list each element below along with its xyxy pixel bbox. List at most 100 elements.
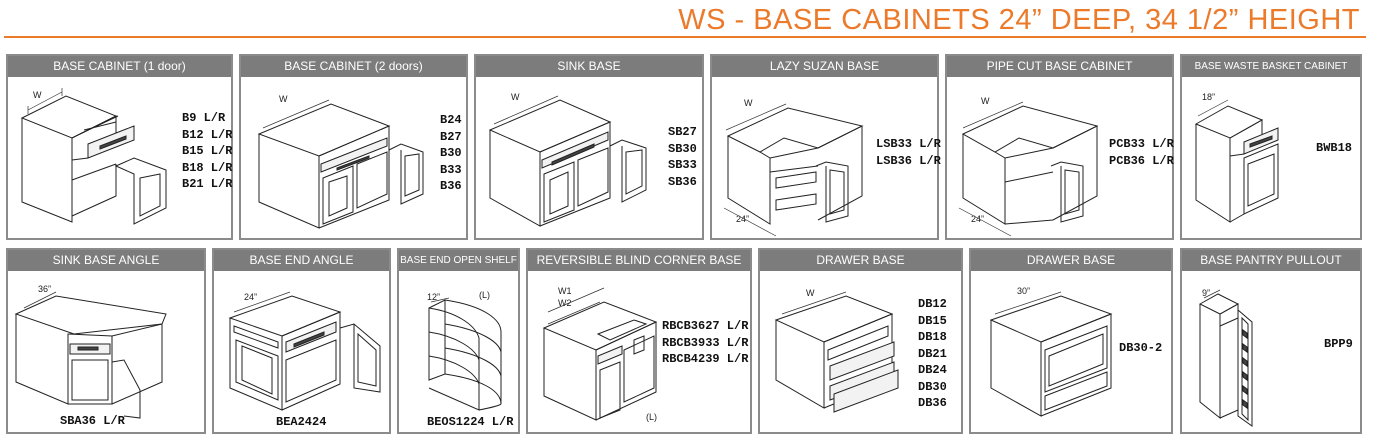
cabinet-drawing — [228, 291, 381, 411]
model-code: BPP9 — [1324, 337, 1353, 351]
card-title: BASE CABINET (2 doors) — [241, 56, 466, 77]
model-code: SBA36 L/R — [60, 414, 125, 428]
card-drawer-base-2: DRAWER BASE 30” DB30-2 — [969, 248, 1173, 434]
dimension-label: W — [279, 94, 288, 104]
cabinet-drawing — [774, 291, 899, 413]
model-code: B21 L/R — [182, 177, 233, 191]
model-code: SB36 — [668, 174, 697, 189]
model-code: B24 — [440, 113, 462, 127]
card-title: BASE END OPEN SHELF — [399, 250, 518, 271]
handing-note: (L) — [646, 412, 657, 422]
card-title: SINK BASE ANGLE — [8, 250, 204, 271]
model-code: DB30 — [918, 379, 947, 394]
dimension-label-w1: W1 — [558, 286, 572, 296]
model-codes: BEA2424 — [276, 414, 326, 431]
model-code: DB36 — [918, 396, 947, 410]
model-codes: B24 B27 B30 B33 B36 — [440, 112, 462, 195]
dimension-label-width: W — [744, 98, 753, 108]
model-code: PCB36 L/R — [1109, 153, 1174, 168]
model-code: RBCB3627 L/R — [662, 319, 749, 333]
dimension-label: 9” — [1202, 288, 1211, 298]
dimension-label-depth: 24” — [736, 214, 750, 224]
cabinet-drawing — [20, 88, 167, 225]
model-code: RBCB3933 L/R — [662, 335, 749, 350]
model-codes: BEOS1224 L/R — [427, 414, 513, 431]
cabinet-drawing — [257, 99, 424, 229]
card-base-cabinet-1-door: BASE CABINET (1 door) W B9 L/R B12 L/R B… — [6, 54, 233, 240]
model-code: B33 — [440, 162, 462, 177]
model-code: B30 — [440, 146, 462, 160]
model-codes: SB27 SB30 SB33 SB36 — [668, 124, 697, 190]
model-code: DB21 — [918, 346, 947, 361]
card-title: BASE CABINET (1 door) — [8, 56, 231, 77]
model-code: SB33 — [668, 158, 697, 172]
handing-note: (L) — [479, 290, 490, 300]
model-code: B9 L/R — [182, 111, 226, 125]
card-title: LAZY SUZAN BASE — [712, 56, 937, 77]
model-codes: B9 L/R B12 L/R B15 L/R B18 L/R B21 L/R — [182, 110, 232, 193]
model-code: PCB33 L/R — [1109, 137, 1174, 151]
model-code: B12 L/R — [182, 127, 233, 142]
card-base-waste-basket-cabinet: BASE WASTE BASKET CABINET 18” BWB18 — [1180, 54, 1362, 240]
model-codes: RBCB3627 L/R RBCB3933 L/R RBCB4239 L/R — [662, 318, 748, 368]
model-code: DB24 — [918, 363, 947, 377]
cabinet-drawing — [14, 291, 167, 419]
dimension-label: 18” — [1202, 92, 1216, 102]
card-title: DRAWER BASE — [971, 250, 1171, 271]
card-sink-base-angle: SINK BASE ANGLE 36” SBA36 L/R — [6, 248, 206, 434]
cabinet-drawing — [1198, 289, 1253, 427]
model-code: B36 — [440, 179, 462, 193]
card-pipe-cut-base-cabinet: PIPE CUT BASE CABINET W 24” PCB33 L/R PC… — [945, 54, 1174, 240]
card-reversible-blind-corner-base: REVERSIBLE BLIND CORNER BASE W1 W2 (L) R… — [526, 248, 752, 434]
model-codes: DB12 DB15 DB18 DB21 DB24 DB30 DB36 — [918, 296, 947, 412]
model-code: LSB36 L/R — [876, 153, 941, 168]
model-code: LSB33 L/R — [876, 137, 941, 151]
card-base-cabinet-2-doors: BASE CABINET (2 doors) W B24 B27 B30 B33… — [239, 54, 468, 240]
card-title: SINK BASE — [476, 56, 702, 77]
card-title: BASE WASTE BASKET CABINET — [1182, 56, 1360, 77]
model-code: DB15 — [918, 313, 947, 328]
title-rule — [4, 36, 1366, 38]
card-base-end-open-shelf: BASE END OPEN SHELF 12” (L) BEOS1224 L/R — [397, 248, 520, 434]
model-code: BEOS1224 L/R — [427, 415, 514, 429]
dimension-label: W — [806, 288, 815, 298]
dimension-label-width: W — [981, 96, 990, 106]
model-code: SB30 — [668, 141, 697, 156]
model-code: BEA2424 — [276, 415, 327, 429]
dimension-label: 12” — [427, 292, 441, 302]
card-title: REVERSIBLE BLIND CORNER BASE — [528, 250, 750, 271]
model-codes: SBA36 L/R — [60, 413, 125, 430]
dimension-label: W — [33, 90, 42, 100]
model-code: B18 L/R — [182, 160, 233, 175]
card-title: PIPE CUT BASE CABINET — [947, 56, 1172, 77]
dimension-label: 36” — [38, 284, 52, 294]
model-code: SB27 — [668, 125, 697, 139]
cabinet-drawing — [542, 287, 658, 421]
model-codes: BPP9 — [1324, 336, 1353, 353]
cabinet-drawing — [1194, 99, 1279, 223]
model-code: B15 L/R — [182, 144, 233, 158]
card-title: DRAWER BASE — [760, 250, 961, 271]
card-lazy-suzan-base: LAZY SUZAN BASE W 24” LSB33 L/R LSB36 L/… — [710, 54, 941, 240]
model-codes: LSB33 L/R LSB36 L/R — [876, 136, 941, 169]
model-codes: BWB18 — [1316, 140, 1352, 157]
card-title: BASE PANTRY PULLOUT — [1182, 250, 1360, 271]
model-code: DB12 — [918, 297, 947, 311]
shelf-drawing — [428, 297, 502, 411]
model-code: RBCB4239 L/R — [662, 352, 749, 366]
cabinet-drawing — [723, 103, 864, 237]
dimension-label: 30” — [1017, 286, 1031, 296]
card-drawer-base: DRAWER BASE W DB12 DB15 DB18 DB21 DB24 D… — [758, 248, 963, 434]
model-code: DB30-2 — [1119, 341, 1163, 355]
dimension-label-w2: W2 — [558, 298, 572, 308]
dimension-label-depth: 24” — [971, 214, 985, 224]
card-sink-base: SINK BASE W SB27 SB30 SB33 SB36 — [474, 54, 704, 240]
card-title: BASE END ANGLE — [214, 250, 389, 271]
dimension-label: 24” — [244, 292, 258, 302]
model-codes: PCB33 L/R PCB36 L/R — [1109, 136, 1174, 169]
page-title: WS - BASE CABINETS 24” DEEP, 34 1/2” HEI… — [678, 4, 1360, 36]
model-codes: DB30-2 — [1119, 340, 1162, 357]
model-code: BWB18 — [1316, 141, 1353, 155]
cabinet-drawing — [989, 291, 1113, 417]
model-code: B27 — [440, 129, 462, 144]
